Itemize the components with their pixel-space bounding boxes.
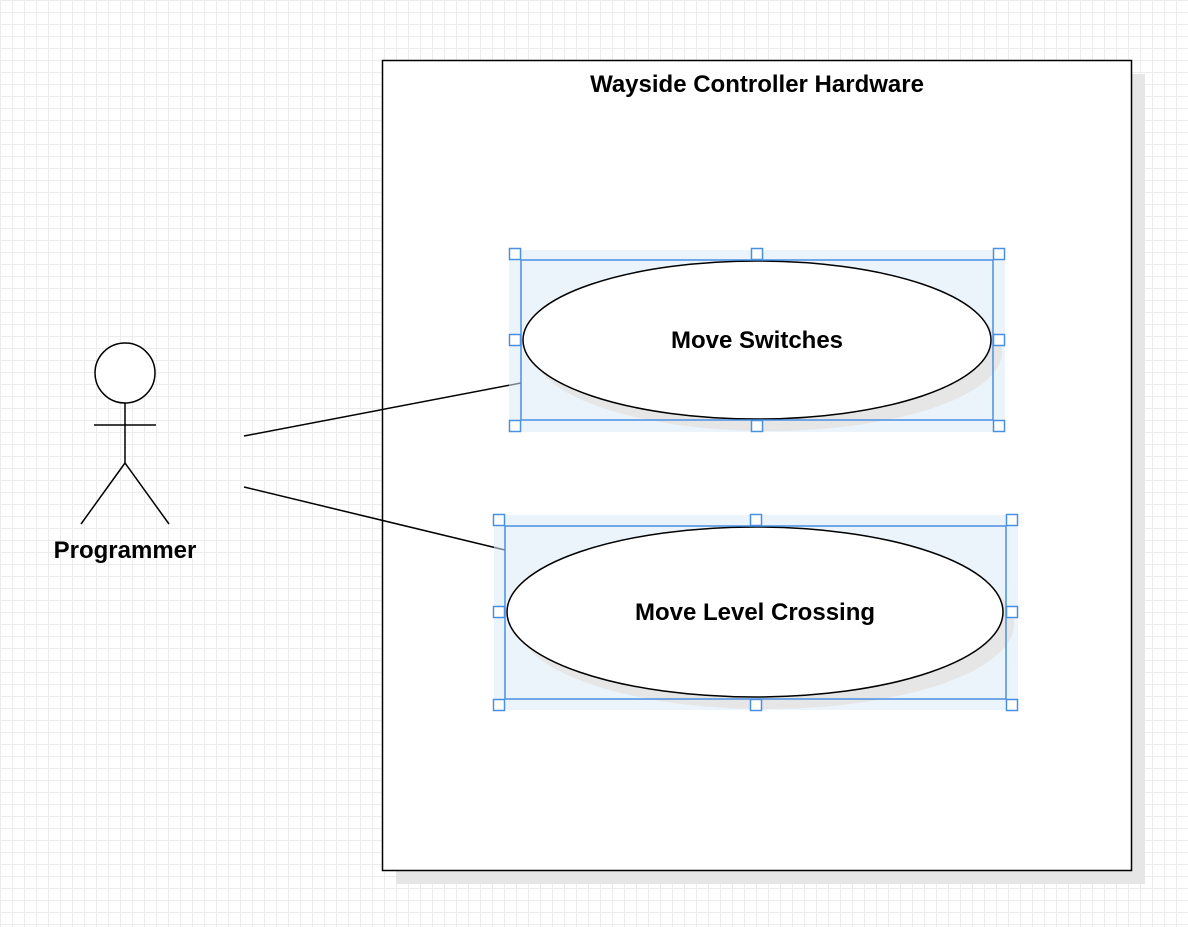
- use-case-label: Move Switches: [671, 327, 843, 354]
- actor-label: Programmer: [54, 537, 197, 564]
- selection-handles[interactable]: [492, 513, 1019, 712]
- resize-handle-bottom-right[interactable]: [1005, 698, 1019, 712]
- resize-handle-top[interactable]: [750, 247, 764, 261]
- resize-handle-left[interactable]: [508, 333, 522, 347]
- actor-head: [94, 342, 156, 404]
- resize-handle-bottom-right[interactable]: [992, 419, 1006, 433]
- resize-handle-top-left[interactable]: [492, 513, 506, 527]
- selection-handles[interactable]: [508, 247, 1006, 433]
- system-boundary-title: Wayside Controller Hardware: [590, 71, 924, 98]
- system-boundary[interactable]: Wayside Controller Hardware: [381, 59, 1146, 885]
- resize-handle-top[interactable]: [749, 513, 763, 527]
- use-case-move-switches[interactable]: Move Switches: [508, 247, 1006, 433]
- resize-handle-bottom[interactable]: [750, 419, 764, 433]
- use-case-ellipse[interactable]: [506, 526, 1004, 698]
- resize-handle-bottom[interactable]: [749, 698, 763, 712]
- use-case-label: Move Level Crossing: [635, 599, 875, 626]
- association-move-level-crossing[interactable]: [243, 486, 506, 551]
- actor-programmer[interactable]: Programmer: [54, 342, 197, 564]
- resize-handle-top-right[interactable]: [1005, 513, 1019, 527]
- actor-left-leg: [80, 462, 126, 525]
- resize-handle-bottom-left[interactable]: [508, 419, 522, 433]
- use-case-move-level-crossing[interactable]: Move Level Crossing: [492, 513, 1019, 712]
- actor-right-leg: [124, 462, 170, 525]
- resize-handle-right[interactable]: [992, 333, 1006, 347]
- resize-handle-top-right[interactable]: [992, 247, 1006, 261]
- resize-handle-left[interactable]: [492, 605, 506, 619]
- resize-handle-top-left[interactable]: [508, 247, 522, 261]
- resize-handle-bottom-left[interactable]: [492, 698, 506, 712]
- use-case-ellipse[interactable]: [522, 260, 992, 420]
- association-move-switches[interactable]: [243, 382, 522, 437]
- resize-handle-right[interactable]: [1005, 605, 1019, 619]
- system-boundary-box[interactable]: [381, 59, 1133, 872]
